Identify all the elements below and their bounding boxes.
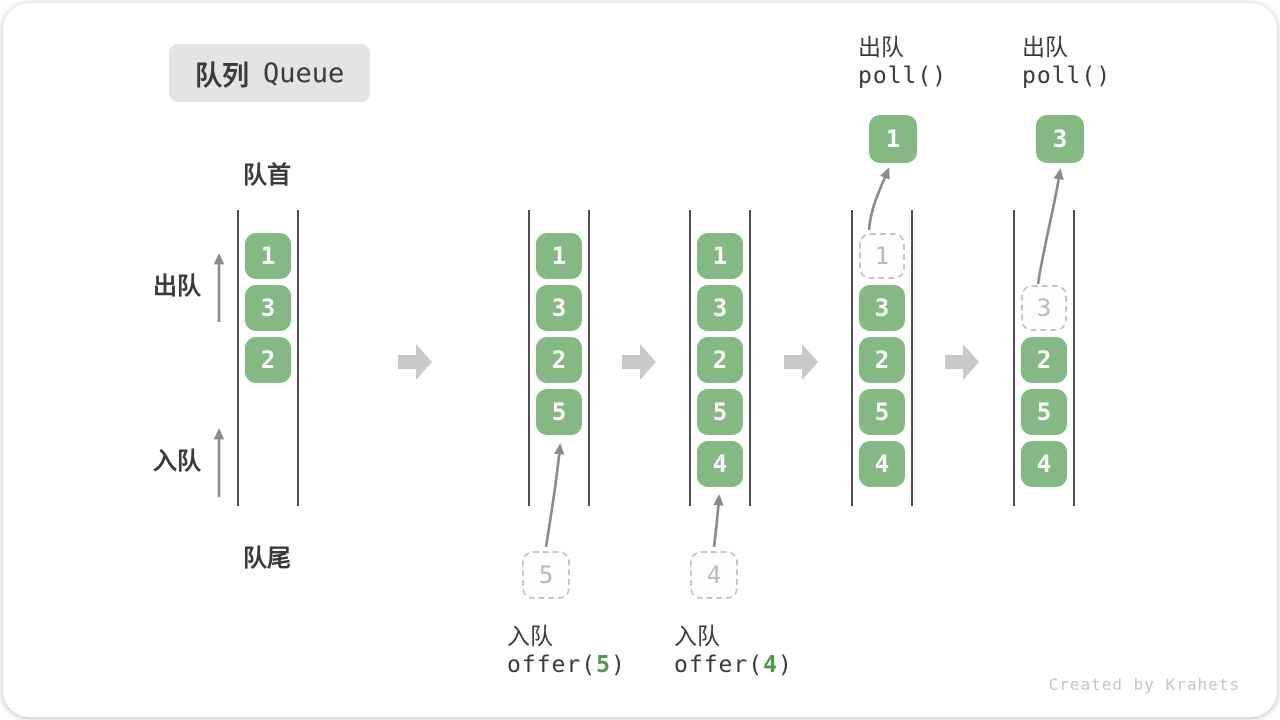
watermark: Created by Krahets xyxy=(1048,675,1240,694)
queue-element: 2 xyxy=(1021,337,1067,383)
dequeue3-code: poll() xyxy=(1022,63,1112,89)
diagram-card xyxy=(3,3,1277,717)
queue-column-poll-1: 1 3 2 5 4 xyxy=(851,210,913,506)
queue-element: 5 xyxy=(1021,389,1067,435)
queue-element: 5 xyxy=(697,389,743,435)
queue-element: 2 xyxy=(536,337,582,383)
queue-element: 3 xyxy=(859,285,905,331)
dequeue-side-label: 出队 xyxy=(153,272,201,300)
queue-element: 1 xyxy=(697,233,743,279)
queue-front-label: 队首 xyxy=(243,161,291,189)
queue-element: 4 xyxy=(697,441,743,487)
enqueue5-code-prefix: offer( xyxy=(507,652,597,678)
diagram-title-badge: 队列 Queue xyxy=(169,44,371,102)
enqueue4-code-arg: 4 xyxy=(763,652,778,678)
queue-element: 4 xyxy=(859,441,905,487)
queue-column-poll-3: 3 2 5 4 xyxy=(1013,210,1075,506)
queue-column-initial: 1 3 2 xyxy=(237,210,299,506)
queue-element: 1 xyxy=(536,233,582,279)
pending-enqueue-box-4: 4 xyxy=(690,551,738,599)
queue-element: 2 xyxy=(245,337,291,383)
enqueue4-label: 入队 xyxy=(674,624,720,650)
enqueue5-code-arg: 5 xyxy=(596,652,611,678)
queue-element: 3 xyxy=(697,285,743,331)
enqueue4-code-suffix: ) xyxy=(777,652,793,678)
queue-element: 3 xyxy=(245,285,291,331)
enqueue5-code-suffix: ) xyxy=(610,652,626,678)
dequeue3-label: 出队 xyxy=(1022,35,1068,61)
queue-element-ghost: 3 xyxy=(1021,285,1067,331)
queue-element: 5 xyxy=(859,389,905,435)
queue-element: 4 xyxy=(1021,441,1067,487)
dequeue1-label: 出队 xyxy=(858,35,904,61)
queue-element: 2 xyxy=(697,337,743,383)
queue-rear-label: 队尾 xyxy=(243,544,291,572)
queue-element: 1 xyxy=(245,233,291,279)
dequeue1-code: poll() xyxy=(858,63,948,89)
queue-element: 2 xyxy=(859,337,905,383)
enqueue-side-label: 入队 xyxy=(153,447,201,475)
dequeued-value-box-3: 3 xyxy=(1036,115,1084,163)
title-en: Queue xyxy=(263,57,345,89)
dequeued-value-box-1: 1 xyxy=(869,115,917,163)
title-zh: 队列 xyxy=(195,60,249,92)
enqueue4-code: offer(4) xyxy=(674,652,793,678)
queue-column-after-offer-4: 1 3 2 5 4 xyxy=(689,210,751,506)
enqueue5-code: offer(5) xyxy=(507,652,626,678)
pending-enqueue-box-5: 5 xyxy=(522,551,570,599)
queue-element-ghost: 1 xyxy=(859,233,905,279)
queue-column-after-offer-5: 1 3 2 5 xyxy=(528,210,590,506)
queue-element: 5 xyxy=(536,389,582,435)
enqueue5-label: 入队 xyxy=(507,624,553,650)
queue-element: 3 xyxy=(536,285,582,331)
enqueue4-code-prefix: offer( xyxy=(674,652,764,678)
